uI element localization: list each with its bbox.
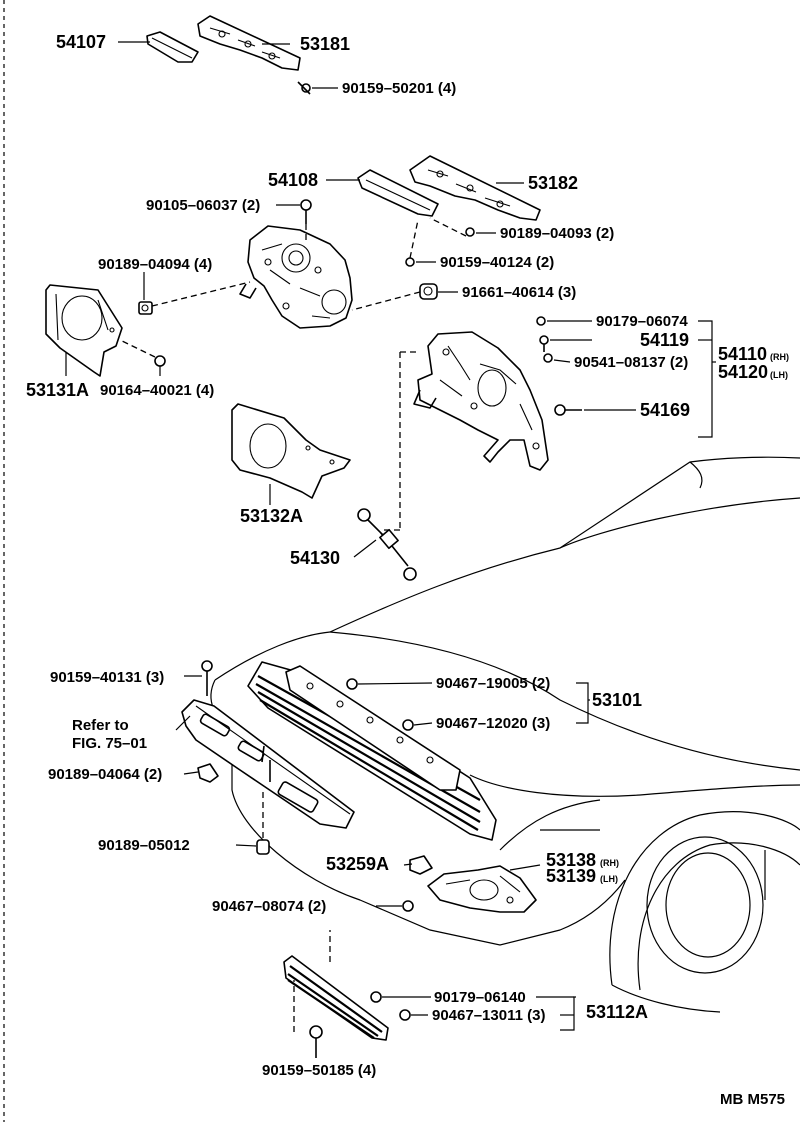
front-panel xyxy=(181,699,355,829)
label-90164-40021: 90164–40021 (4) xyxy=(100,382,214,399)
part-53259A xyxy=(409,855,433,875)
bolt-90159-50185 xyxy=(293,980,323,1058)
bolt-90164-40021 xyxy=(119,339,166,367)
label-53138-rh: (RH) xyxy=(600,858,619,868)
label-90467-19005: 90467–19005 (2) xyxy=(436,675,550,692)
bolt-90159-40131 xyxy=(201,660,213,696)
part-54107 xyxy=(146,31,199,63)
label-90105-06037: 90105–06037 (2) xyxy=(146,197,260,214)
label-53259A: 53259A xyxy=(326,854,389,874)
leader-lines xyxy=(65,41,716,1031)
label-54119: 54119 xyxy=(640,330,689,350)
label-90189-05012: 90189–05012 xyxy=(98,837,190,854)
part-53181 xyxy=(197,15,301,71)
clip-90467-19005 xyxy=(346,678,358,690)
label-54120: 54120 xyxy=(718,362,768,382)
label-90159-40131: 90159–40131 (3) xyxy=(50,669,164,686)
part-54130 xyxy=(357,351,418,581)
clip-90179-06140 xyxy=(370,991,382,1003)
clip-90189-05012 xyxy=(256,790,270,855)
label-53138: 53138 xyxy=(546,850,596,870)
hardware-54110-group xyxy=(536,316,582,416)
label-54107: 54107 xyxy=(56,32,106,52)
label-53139-lh: (LH) xyxy=(600,874,618,884)
label-refer-line2: FIG. 75–01 xyxy=(72,735,147,752)
clip-90467-13011 xyxy=(399,1009,411,1021)
bolt-90105-06037 xyxy=(300,199,312,244)
bolt-90159-50201 xyxy=(297,81,311,95)
label-53101: 53101 xyxy=(592,690,642,710)
label-54110-rh: (RH) xyxy=(770,352,789,362)
label-90189-04093: 90189–04093 (2) xyxy=(500,225,614,242)
label-54108: 54108 xyxy=(268,170,318,190)
label-54120-lh: (LH) xyxy=(770,370,788,380)
label-53132A: 53132A xyxy=(240,506,303,526)
part-54108 xyxy=(357,169,439,217)
label-54110: 54110 xyxy=(718,344,767,364)
label-53112A: 53112A xyxy=(586,1002,648,1022)
part-53131A xyxy=(45,284,123,377)
label-90159-40124: 90159–40124 (2) xyxy=(440,254,554,271)
grommet-91661-40614 xyxy=(351,283,438,311)
headlamp-bracket xyxy=(239,225,353,329)
car-body-outline xyxy=(210,456,800,1013)
label-53139: 53139 xyxy=(546,866,596,886)
label-54169: 54169 xyxy=(640,400,690,420)
label-90159-50185: 90159–50185 (4) xyxy=(262,1062,376,1079)
clip-90467-08074 xyxy=(402,900,414,912)
label-90179-06140: 90179–06140 xyxy=(434,989,526,1006)
diagram-code: MB M575 xyxy=(720,1091,785,1108)
label-91661-40614: 91661–40614 (3) xyxy=(462,284,576,301)
part-54110-54120 xyxy=(413,331,549,471)
bolt-90159-40124 xyxy=(405,219,419,267)
clip-90189-04064 xyxy=(197,763,219,783)
label-90159-50201: 90159–50201 (4) xyxy=(342,80,456,97)
label-90189-04094: 90189–04094 (4) xyxy=(98,256,212,273)
label-90541-08137: 90541–08137 (2) xyxy=(574,354,688,371)
nut-90189-04094 xyxy=(138,281,251,315)
label-90467-13011: 90467–13011 (3) xyxy=(432,1007,545,1024)
labels: 54107 53181 90159–50201 (4) 54108 53182 … xyxy=(26,32,789,1108)
part-53132A xyxy=(231,403,351,499)
label-54130: 54130 xyxy=(290,548,340,568)
label-90189-04064: 90189–04064 (2) xyxy=(48,766,162,783)
clip-90189-04093 xyxy=(429,217,475,237)
label-refer-line1: Refer to xyxy=(72,717,129,734)
label-53181: 53181 xyxy=(300,34,350,54)
part-53138-53139 xyxy=(427,865,537,913)
grille-53112A xyxy=(283,955,389,1041)
label-90467-08074: 90467–08074 (2) xyxy=(212,898,326,915)
grille-53101 xyxy=(247,661,497,841)
part-53182 xyxy=(409,155,541,221)
label-90467-12020: 90467–12020 (3) xyxy=(436,715,550,732)
clip-90467-12020 xyxy=(402,719,414,731)
label-90179-06074: 90179–06074 xyxy=(596,313,688,330)
label-53131A: 53131A xyxy=(26,380,89,400)
label-53182: 53182 xyxy=(528,173,578,193)
